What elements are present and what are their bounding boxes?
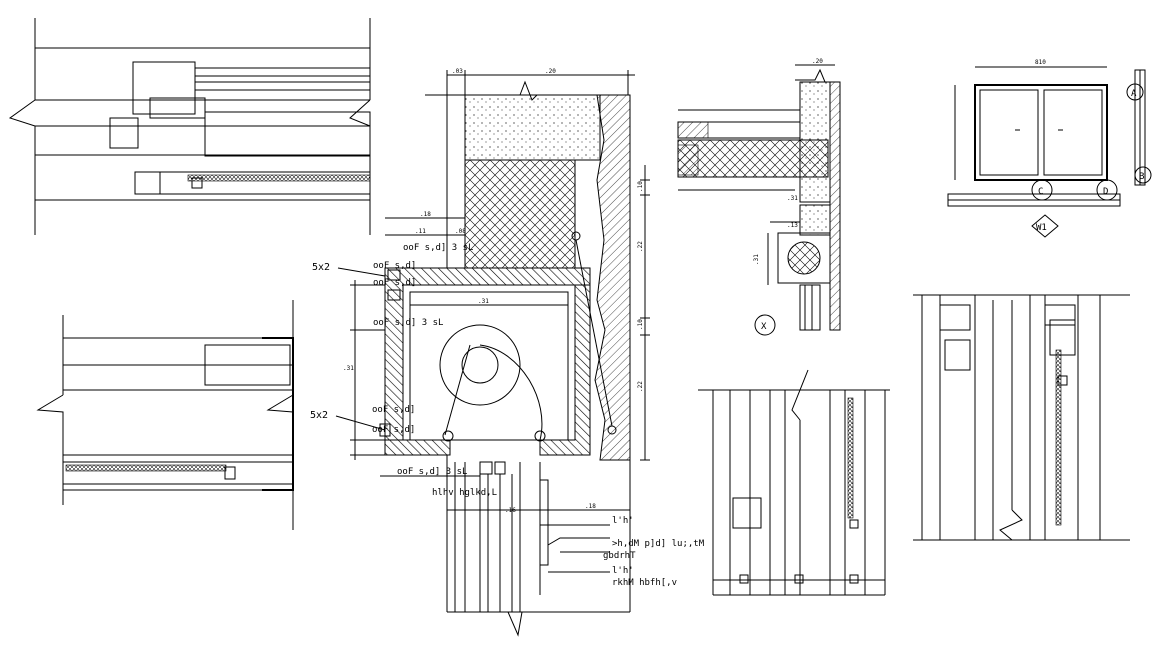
label-fixing-mid: ooF s,d] 3 sL [373,318,443,328]
callout-4: l'h' [612,566,634,576]
dim-16: .16 [505,507,516,514]
marker-b: B [1139,172,1144,182]
callout-1: l'h' [612,516,634,526]
dim-10b: .10 [637,319,644,330]
callout-5: rkhM hbfh[,v [612,578,677,588]
dim-18: .18 [420,211,431,218]
marker-w1: W1 [1036,223,1047,233]
elev-dim-810: 810 [1035,59,1046,66]
corner-dim-13: .13 [787,222,798,229]
corner-dim-31v: .31 [753,254,760,265]
label-bracket-top2: ooF s,d] [373,278,416,288]
detail-mid-left [36,300,294,530]
detail-jamb-section [913,294,1130,541]
corner-dim-31: .31 [787,195,798,202]
dim-22: .22 [637,241,644,252]
dim-18b: .18 [585,503,596,510]
dim-11: .11 [415,228,426,235]
dim-10: .10 [637,181,644,192]
marker-c: C [1038,187,1043,197]
marker-x: X [761,322,767,332]
detail-window-elevation: 810 C D W1 A B [947,59,1152,238]
dim-31v: .31 [343,365,354,372]
dim-08: .08 [455,228,466,235]
label-bracket-low2: ooF s,d] [372,425,415,435]
marker-a: A [1131,89,1137,99]
callout-2: >h,dM p]d] lu;,tM [612,539,705,549]
detail-top-left [8,18,371,235]
label-size-top: 5x2 [312,262,330,273]
dim-03: .03 [452,68,463,75]
label-fixing-bottom: ooF s,d] 3 sL [397,467,467,477]
detail-frame-section [698,369,890,596]
corner-dim-20: .20 [812,58,823,65]
detail-roller-shutter-section: .03 .20 .18 .11 .08 ooF s,d] 3 sL .31 [310,68,705,637]
label-bracket-top: ooF s,d] [373,261,416,271]
detail-corner: .20 .31 .13 .31 X [677,58,841,336]
label-bracket-low: ooF s,d] [372,405,415,415]
callout-3: gbdrhT [603,551,636,561]
dim-31: .31 [478,298,489,305]
dim-22b: .22 [637,381,644,392]
marker-d: D [1103,187,1108,197]
label-size-low: 5x2 [310,410,328,421]
label-fixing: ooF s,d] 3 sL [403,243,473,253]
dim-20: .20 [545,68,556,75]
